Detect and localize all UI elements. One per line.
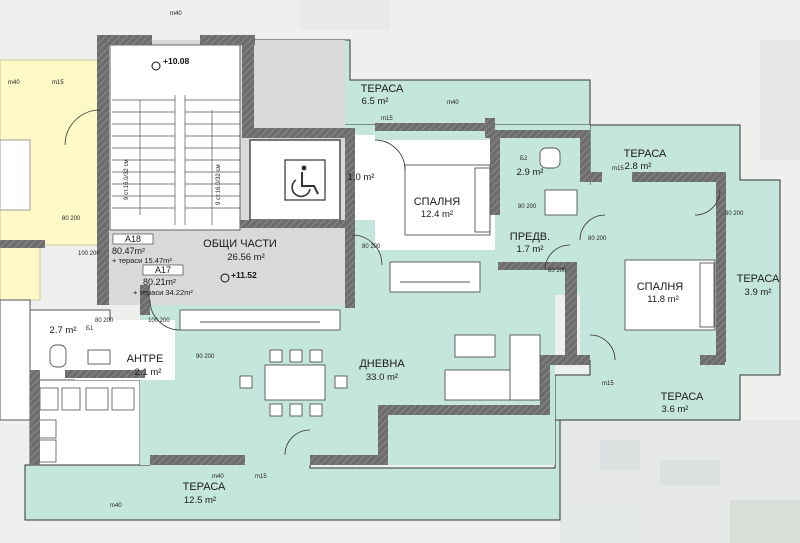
window-tag: m15 (52, 80, 64, 86)
neighbor-room-fill (0, 139, 31, 211)
hallway-area (498, 215, 578, 265)
wardrobe-1 (389, 261, 481, 293)
toilet-right (539, 147, 561, 169)
terrace-top-name: ТЕРАСА (361, 83, 404, 95)
sink-left (87, 349, 111, 365)
bedroom-1-name: СПАЛНЯ (414, 196, 461, 208)
apartment-a18-area: 80.47m² (112, 246, 145, 256)
bath-right-area-text: 2.9 m² (517, 167, 544, 178)
terrace-right-name: ТЕРАСА (737, 273, 780, 285)
walls (0, 35, 726, 465)
closet-area-text: 1.0 m² (348, 172, 375, 183)
apartment-a17-id: A17 (155, 265, 171, 275)
entrance-area-text: 2.1 m² (135, 367, 162, 378)
window-tag: m15 (602, 381, 614, 387)
apartment-a17-area: 80.21m² (143, 277, 176, 287)
furniture (49, 147, 716, 417)
wheelchair-icon (284, 159, 326, 201)
window-tag: m40 (170, 11, 182, 17)
door-tag: 100 200 (148, 318, 170, 324)
door-tag: 80 200 (725, 211, 744, 217)
apartment-a18-id: A18 (125, 234, 141, 244)
terrace-right-area-text: 3.9 m² (745, 287, 772, 298)
hallway-name: ПРЕДВ. (510, 231, 550, 243)
level-marker-icon (151, 61, 161, 71)
terrace-right-bottom-area: 3.6 m² (662, 404, 689, 415)
terrace-bottom-name: ТЕРАСА (183, 481, 226, 493)
door-tag: 80 200 (548, 268, 567, 274)
level-mark-upper: +10.08 (151, 56, 190, 71)
door-tag: 80 200 (95, 318, 114, 324)
bedroom-2-name: СПАЛНЯ (637, 281, 684, 293)
door-tag: 80 200 (588, 236, 607, 242)
terrace-right-top-area: 2.8 m² (625, 161, 652, 172)
apartment-tag-a17: A17 80.21m² + тераси 34.22m² (133, 264, 193, 297)
bedroom-1-area-text: 12.4 m² (421, 209, 453, 220)
stair-treads (112, 95, 240, 225)
terrace-right-bottom-name: ТЕРАСА (661, 391, 704, 403)
window-tag: m15 (255, 474, 267, 480)
entrance-name: АНТРЕ (127, 353, 164, 365)
background-buildings (300, 0, 800, 543)
window-tag: m15 (612, 166, 624, 172)
wardrobe-2 (179, 309, 341, 331)
stair-tag: 9 ст.16.0/32 см (124, 159, 130, 200)
hallway-area-text: 1.7 m² (517, 244, 544, 255)
door-tag: 90 200 (196, 354, 215, 360)
apartment-tag-a18: A18 80.47m² + тераси 15.47m² (112, 233, 172, 265)
stair-tag: 9 ст.16.0/32 см (216, 164, 222, 205)
common-area-text: 26.56 m² (227, 252, 265, 263)
terrace-top-area-text: 6.5 m² (362, 96, 389, 107)
living-area-text: 33.0 m² (366, 372, 398, 383)
level-lower-text: +11.52 (231, 270, 257, 280)
bath-b2-tag: Б2 (520, 156, 528, 162)
window-tag: m40 (212, 474, 224, 480)
level-mark-lower: +11.52 (220, 270, 257, 283)
bed-1 (404, 164, 491, 236)
bath-left-area-text: 2.7 m² (50, 325, 77, 336)
door-tag: 80 200 (518, 204, 537, 210)
dining-table (264, 364, 326, 401)
bath-b1-tag: Б1 (86, 326, 94, 332)
window-tag: m15 (381, 116, 393, 122)
terrace-right-top-name: ТЕРАСА (624, 148, 667, 160)
apartment-a17-terraces: + тераси 34.22m² (133, 288, 193, 297)
living-name: ДНЕВНА (359, 358, 405, 370)
window-tag: m40 (8, 80, 20, 86)
window-tag: m40 (447, 100, 459, 106)
opening-tags: 80 200 100 200 80 200 100 200 90 200 80 … (8, 11, 744, 509)
window-tag: m40 (110, 503, 122, 509)
level-marker-icon (220, 273, 230, 283)
apartment-a18-terraces: + тераси 15.47m² (112, 256, 172, 265)
door-tag: 80 200 (62, 216, 81, 222)
bedroom-2-area-text: 11.8 m² (647, 294, 679, 305)
toilet-left (49, 344, 67, 368)
door-swings (64, 109, 721, 456)
level-upper-text: +10.08 (163, 56, 190, 66)
door-tag: 80 200 (362, 244, 381, 250)
terrace-bottom-area-text: 12.5 m² (184, 495, 216, 506)
shower-right (544, 189, 578, 216)
door-tag: 100 200 (78, 251, 100, 257)
common-name: ОБЩИ ЧАСТИ (203, 238, 277, 250)
